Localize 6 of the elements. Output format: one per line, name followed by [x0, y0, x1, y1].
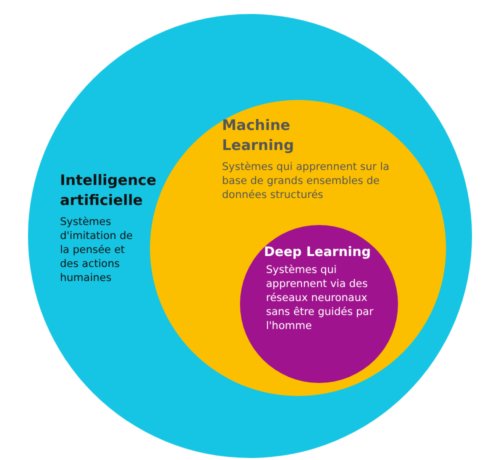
heading: Deep Learning: [264, 244, 372, 262]
heading: Machine Learning: [222, 117, 296, 156]
description: Systèmes qui apprennent via des réseaux neuronaux sans être guidés par l'homme: [266, 263, 374, 333]
description: Systèmes d'imitation de la pensée et des actions humaines: [60, 215, 134, 285]
heading: Intelligence artificielle: [60, 172, 158, 211]
description: Systèmes qui apprennent sur la base de grands ensembles de données structurés: [222, 160, 390, 202]
